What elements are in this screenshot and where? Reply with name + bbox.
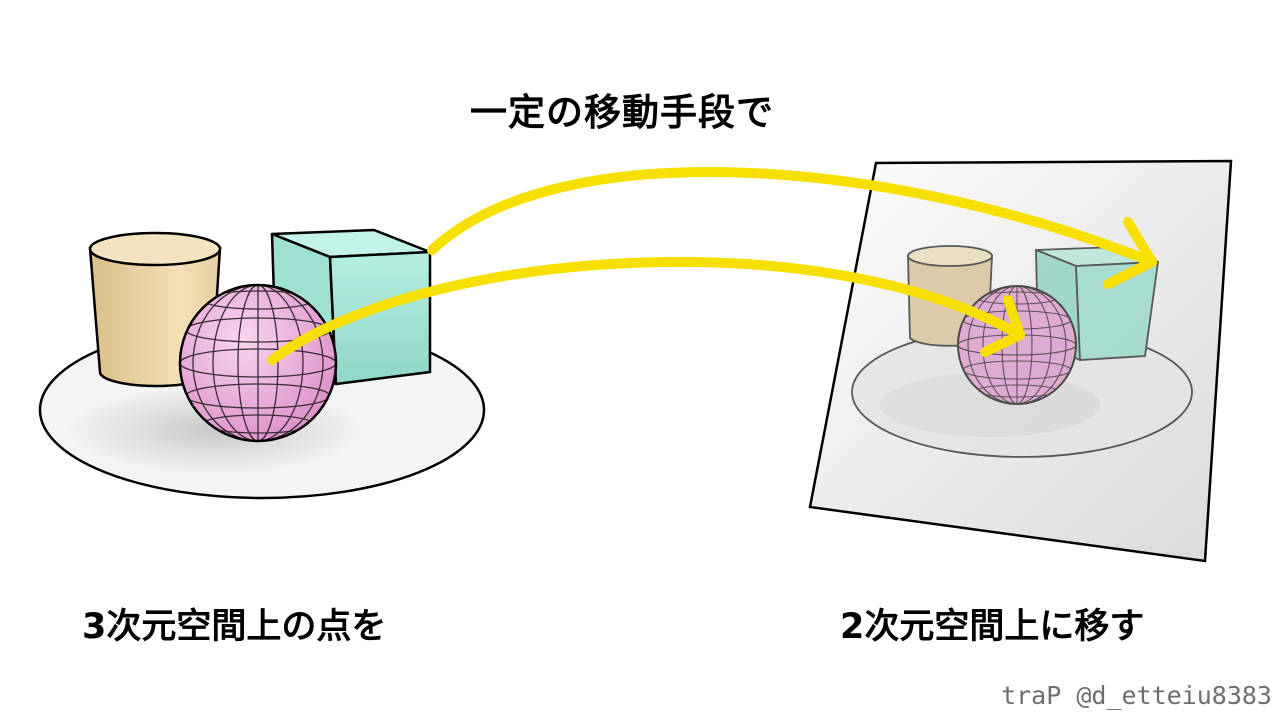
lower-arrowhead [980,295,1025,357]
projection-screen [808,159,1233,563]
sphere [178,283,338,443]
projection-arrows [267,167,1157,365]
credit-text: traP @d_etteiu8383 [1001,681,1272,710]
lower-arrow [267,256,1025,365]
scene-3d [38,228,486,500]
right-caption: 2次元空間上に移す [840,607,1145,647]
left-caption: 3次元空間上の点を [82,607,387,647]
upper-arrowhead [1103,217,1157,289]
projected-image [851,245,1193,458]
diagram-title: 一定の移動手段で [470,91,774,134]
upper-arrow [427,167,1157,267]
